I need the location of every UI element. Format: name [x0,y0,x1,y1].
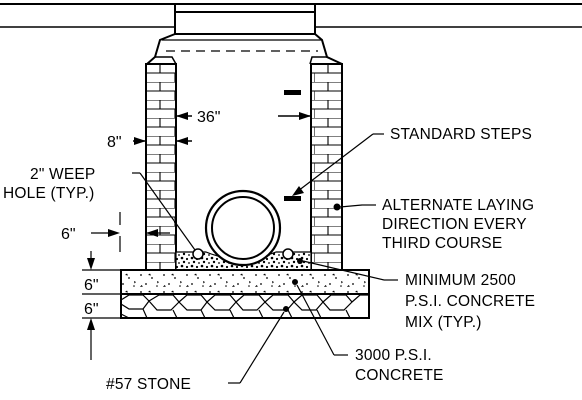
dimension-layers: 6" 6" [82,251,121,360]
concrete-mix-line1: MINIMUM 2500 [405,272,516,289]
weep-holes [192,248,294,260]
brick-wall-right [310,63,343,271]
callout-standard-steps: STANDARD STEPS [292,126,532,196]
brick-wall-left [145,63,177,271]
callout-weep-hole: 2" WEEP HOLE (TYP.) [3,166,196,251]
weep-hole-line2: HOLE (TYP.) [3,185,95,202]
callout-base-concrete: 3000 P.S.I. CONCRETE [292,279,444,384]
concrete-slab [120,269,370,295]
callout-stone: #57 STONE [106,306,289,393]
standard-steps-label: STANDARD STEPS [390,126,532,143]
callout-concrete-mix: MINIMUM 2500 P.S.I. CONCRETE MIX (TYP.) [297,258,535,331]
alternate-laying-line1: ALTERNATE LAYING [382,197,534,214]
dimension-wall-thickness: 8" [107,134,192,151]
weep-hole-line1: 2" WEEP [30,166,95,183]
dim-6-weep-label: 6" [61,226,76,243]
stone-layer [120,293,370,319]
pipe [204,189,282,267]
base-concrete-line1: 3000 P.S.I. [355,347,432,364]
concrete-mix-line2: P.S.I. CONCRETE [405,293,535,310]
concrete-mix-line3: MIX (TYP.) [405,314,482,331]
alternate-laying-line3: THIRD COURSE [382,235,502,252]
dim-8-label: 8" [107,134,122,151]
dim-6-top-label: 6" [84,277,99,294]
dimension-weep-height: 6" [61,212,170,252]
stone-label: #57 STONE [106,376,191,393]
dim-36-label: 36" [197,109,220,126]
dim-6-bottom-label: 6" [84,301,99,318]
base-concrete-line2: CONCRETE [355,367,444,384]
standard-steps [284,90,301,201]
dimension-interior-width: 36" [176,109,311,126]
alternate-laying-line2: DIRECTION EVERY [382,216,527,233]
pavement [0,3,582,28]
callout-alternate-laying: ALTERNATE LAYING DIRECTION EVERY THIRD C… [333,197,534,252]
manhole-frame [146,4,343,65]
